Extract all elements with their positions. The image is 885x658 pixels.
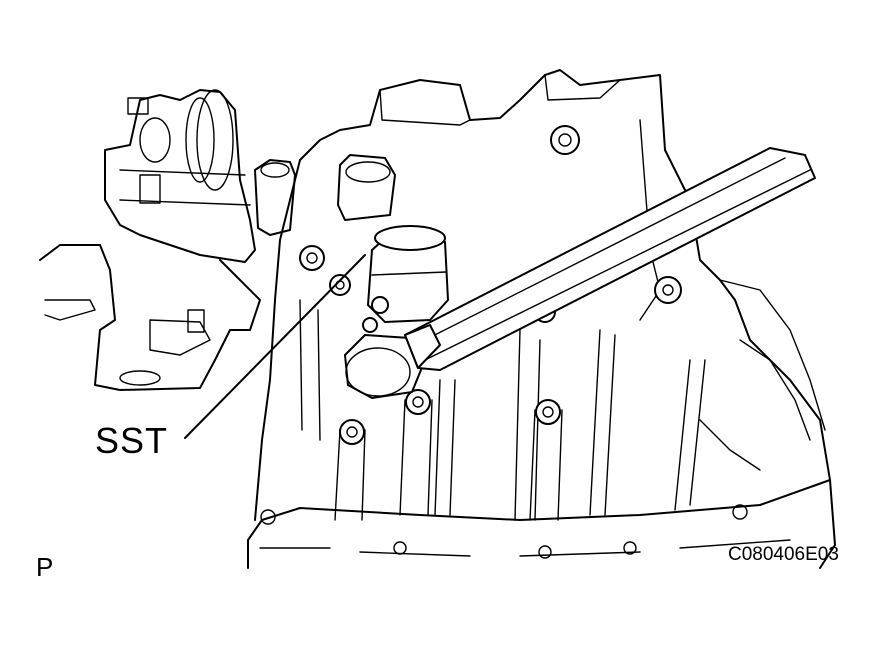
shaft-assembly [104,89,256,263]
sst-socket-drawing [344,225,449,399]
torque-wrench-drawing [404,147,816,371]
case-bottom-flange [247,479,836,569]
sst-callout-label: SST [95,420,169,461]
figure-code-label: C080406E03 [728,544,839,565]
sst-leader-line [184,254,366,439]
stud-bolt [254,159,296,236]
case-main-body [254,69,831,521]
view-label: P [36,552,54,582]
boss-upper [337,154,396,221]
left-bracket [39,244,261,391]
right-housing [719,279,826,431]
boss-holes [299,125,682,445]
